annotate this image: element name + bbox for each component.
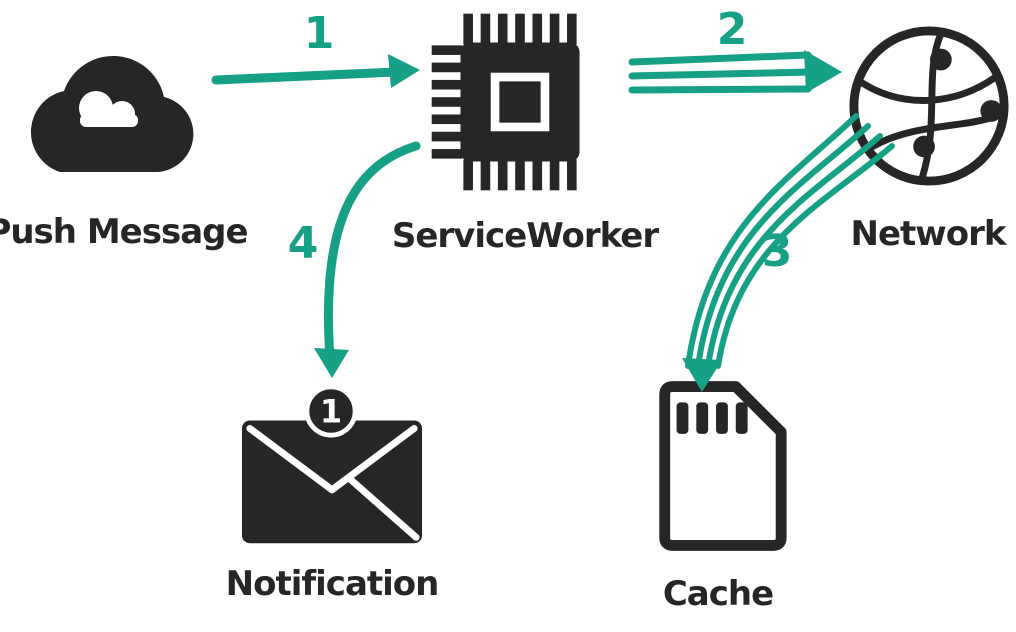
notification-badge: 1 bbox=[302, 382, 360, 440]
step-number-1: 1 bbox=[303, 8, 335, 59]
step-number-2: 2 bbox=[716, 4, 748, 55]
arrow-2-serviceworker-to-network bbox=[628, 50, 842, 94]
label-network: Network bbox=[850, 214, 1007, 254]
step-number-4: 4 bbox=[287, 218, 319, 269]
envelope-icon bbox=[238, 398, 426, 548]
label-push-message: Push Message bbox=[0, 212, 249, 252]
label-cache: Cache bbox=[662, 574, 774, 614]
label-serviceworker: ServiceWorker bbox=[391, 216, 659, 256]
cpu-chip-icon bbox=[424, 6, 616, 198]
globe-network-icon bbox=[845, 22, 1013, 190]
arrow-4-serviceworker-to-notification bbox=[314, 141, 421, 378]
cloud-icon bbox=[8, 30, 208, 192]
step-number-3: 3 bbox=[761, 226, 793, 277]
label-notification: Notification bbox=[225, 564, 440, 604]
badge-count: 1 bbox=[320, 393, 342, 431]
sd-card-icon bbox=[645, 374, 793, 558]
